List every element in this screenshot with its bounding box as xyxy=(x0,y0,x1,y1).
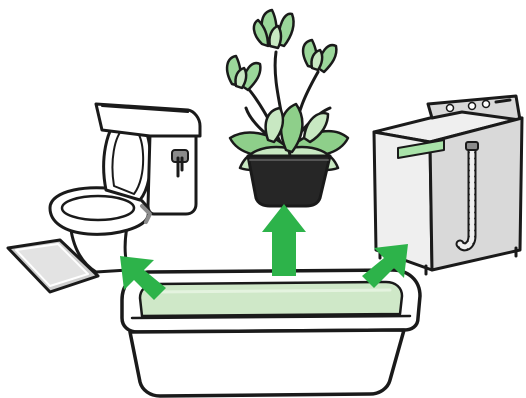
flower-left xyxy=(227,56,260,90)
washer-knob-1 xyxy=(447,105,454,112)
washer-knob-2 xyxy=(469,103,476,110)
water-tub-icon xyxy=(122,270,420,396)
flower-top xyxy=(254,10,294,48)
flush-handle xyxy=(172,150,188,162)
plant-pot xyxy=(248,156,330,206)
toilet-lid-inner xyxy=(112,126,143,194)
flower-right xyxy=(303,40,336,72)
arrow-to-plant xyxy=(262,204,306,276)
toilet-icon xyxy=(8,104,200,292)
tub-body xyxy=(130,330,404,396)
arrow-up-icon xyxy=(262,204,306,276)
toilet-tank xyxy=(148,132,196,214)
toilet-seat-opening xyxy=(62,196,134,220)
potted-plant-icon xyxy=(227,10,348,206)
washer-knob-3 xyxy=(483,101,490,108)
tub-water xyxy=(140,282,402,316)
